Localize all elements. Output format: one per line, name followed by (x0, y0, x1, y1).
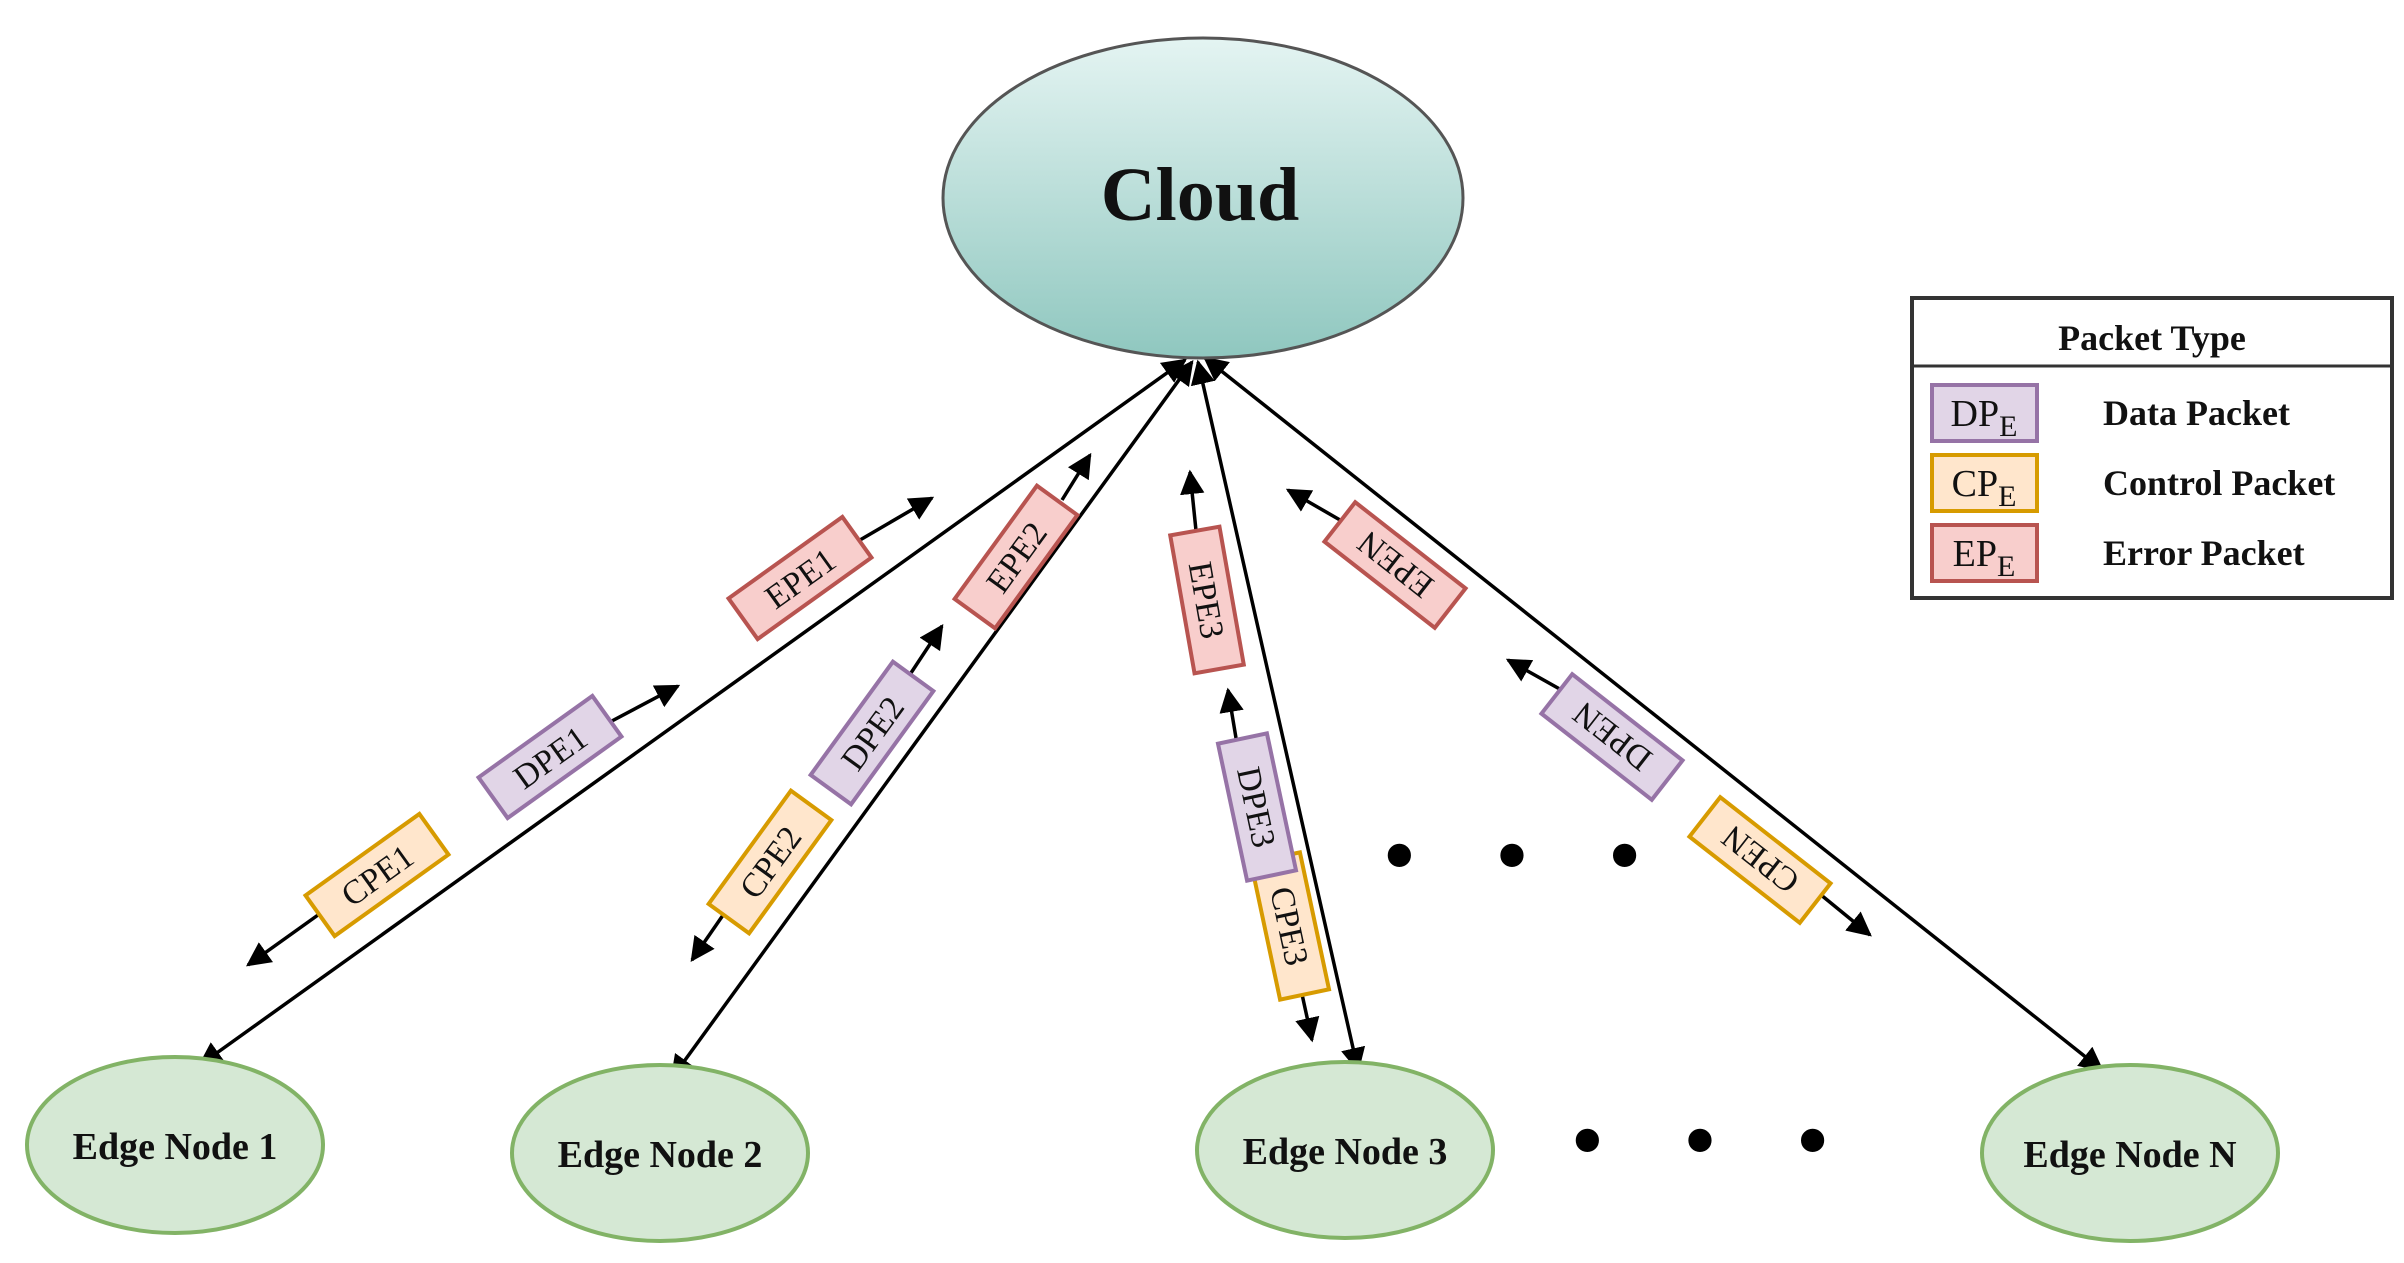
legend-label-data: Data Packet (2103, 393, 2290, 433)
arrow-ep-nodeN (1285, 488, 1341, 522)
arrow-cp-nodeN (1813, 888, 1872, 937)
link-nodeN (1203, 356, 2104, 1072)
edge-node-n: Edge Node N (1980, 1063, 2280, 1243)
packet-cp-node2: CPE2 (705, 787, 835, 937)
packet-ep-node3: EPE3 (1167, 524, 1247, 676)
ellipsis-links: • • • (1376, 811, 1668, 904)
legend-label-error: Error Packet (2103, 533, 2305, 573)
arrow-ep-node1 (859, 496, 935, 542)
legend-label-control: Control Packet (2103, 463, 2335, 503)
legend-item-data: DPE Data Packet (1930, 383, 2290, 443)
legend-badge-control: CPE (1952, 463, 2017, 513)
legend: Packet Type DPE Data Packet CPE Control … (1910, 296, 2394, 600)
edge-node-2-label: Edge Node 2 (558, 1134, 763, 1176)
legend-badge-error: EPE (1953, 533, 2016, 583)
edge-node-2: Edge Node 2 (510, 1063, 810, 1243)
edge-node-n-label: Edge Node N (2023, 1134, 2236, 1176)
edge-node-3-label: Edge Node 3 (1243, 1131, 1448, 1173)
cloud-label: Cloud (1101, 153, 1300, 237)
arrow-cp-node1 (246, 908, 327, 967)
packet-dp-node1: DPE1 (475, 693, 625, 821)
legend-badge-data: DPE (1951, 393, 2018, 443)
legend-item-error: EPE Error Packet (1930, 523, 2305, 583)
packet-cp-nodeN: CPEN (1686, 794, 1834, 926)
arrow-dp-nodeN (1505, 658, 1566, 694)
ellipsis-nodes: • • • (1564, 1096, 1856, 1189)
edge-node-1: Edge Node 1 (25, 1055, 325, 1235)
packet-cp-node1: CPE1 (302, 811, 452, 939)
packet-dp-node2: DPE2 (807, 658, 937, 808)
packet-ep-node1: EPE1 (725, 514, 875, 642)
cloud-node: Cloud (941, 36, 1465, 360)
arrow-ep-node2 (1060, 452, 1092, 501)
legend-title: Packet Type (2058, 318, 2246, 358)
legend-item-control: CPE Control Packet (1930, 453, 2335, 513)
edge-node-1-label: Edge Node 1 (73, 1126, 278, 1168)
link-node2 (670, 360, 1194, 1080)
packet-dp-node3: DPE3 (1215, 730, 1299, 884)
packet-dp-nodeN: DPEN (1538, 671, 1686, 803)
arrow-dp-node1 (609, 684, 681, 724)
edge-node-3: Edge Node 3 (1195, 1060, 1495, 1240)
packet-ep-nodeN: EPEN (1321, 499, 1469, 631)
